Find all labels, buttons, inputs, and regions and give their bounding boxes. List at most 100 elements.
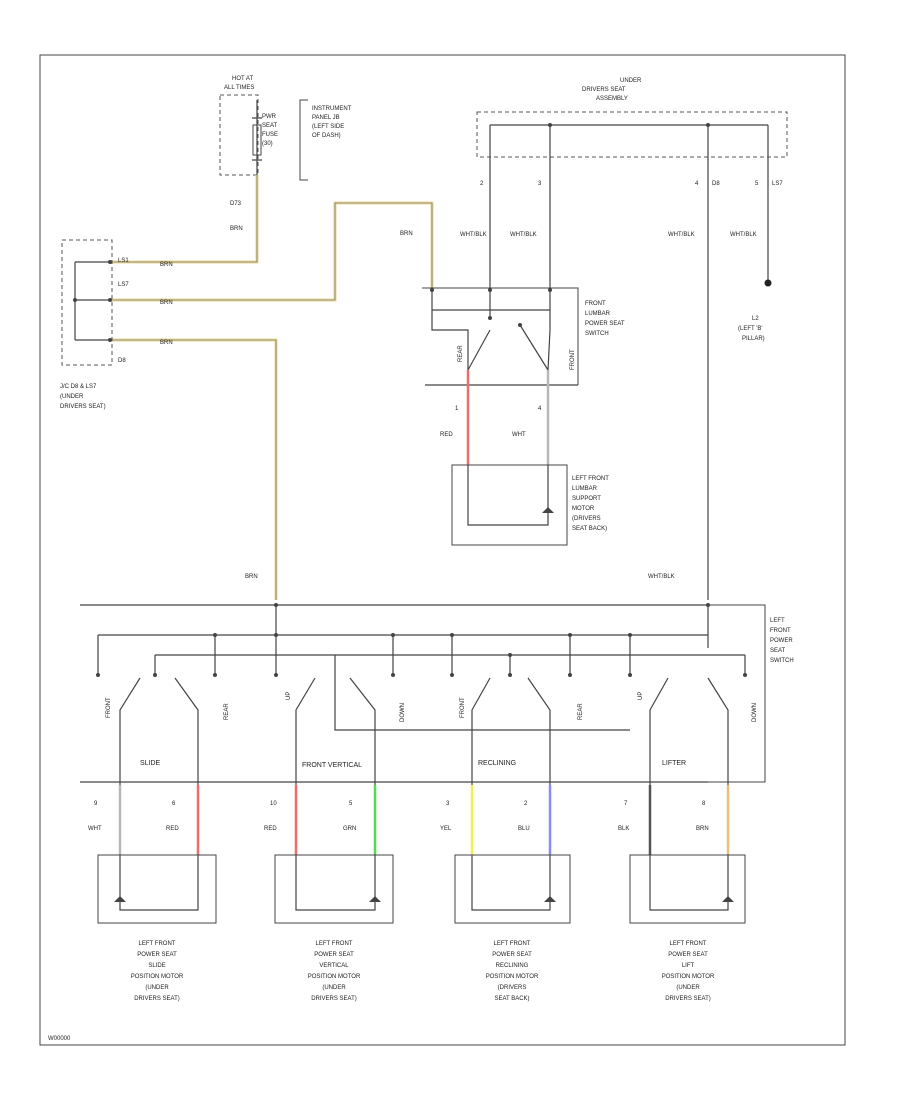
under-seat-wire-4: WHT/BLK (730, 232, 757, 238)
motor-wire-pin-2: 10 (270, 801, 277, 807)
seat-switch-wire-in-left: BRN (245, 574, 258, 580)
motor-wire-pin-7: 8 (702, 801, 706, 807)
fuse-name-4: (30) (262, 141, 273, 147)
lumbar-wire-in-label: BRN (400, 231, 413, 237)
lumbar-motor-label-5: (DRIVERS (572, 516, 601, 522)
fuse-name-3: FUSE (262, 132, 278, 138)
lumbar-pos-front: FRONT (570, 349, 576, 370)
jc-label-1: J/C D8 & LS7 (60, 384, 97, 390)
under-seat-pin-tag-1: D8 (712, 181, 720, 187)
lumbar-pin-4: 4 (538, 406, 542, 412)
under-seat-pin-1: 2 (480, 181, 484, 187)
lumbar-motor-label-1: LEFT FRONT (572, 476, 609, 482)
junction-label-1: INSTRUMENT (312, 106, 352, 112)
motor-wire-color-0: WHT (88, 826, 102, 832)
brn-wires (110, 175, 434, 600)
motor-icon (544, 896, 556, 902)
vertical-pos-up: UP (286, 692, 292, 700)
lifter-pos-up: UP (638, 692, 644, 700)
lumbar-switch-label-2: LUMBAR (585, 311, 611, 317)
fuse-name-1: PWR (262, 114, 277, 120)
seat-switch-wire-in-right: WHT/BLK (648, 574, 675, 580)
under-seat-pin-2: 3 (538, 181, 542, 187)
vertical-motor (274, 854, 394, 924)
motor-wire-color-3: GRN (343, 826, 356, 832)
power-seat-switch: BRN WHT/BLK FRONT REAR UP DOWN F (80, 574, 794, 785)
motor-wire-pin-3: 5 (349, 801, 353, 807)
slide-motor (97, 854, 217, 924)
motor-label-3-0: LEFT FRONT (670, 941, 707, 947)
slide-pos-front: FRONT (106, 697, 112, 718)
motor-wire-pin-0: 9 (94, 801, 98, 807)
motor-icon (722, 896, 734, 902)
motor-label-1-1: POWER SEAT (314, 952, 354, 958)
section-slide: SLIDE (140, 760, 161, 767)
section-reclining: RECLINING (478, 760, 516, 767)
motor-icon (542, 507, 554, 513)
seat-switch-label-5: SWITCH (770, 658, 794, 664)
junction-label-3: (LEFT SIDE (312, 124, 344, 130)
under-seat-label-1: UNDER (620, 78, 642, 84)
motor-label-3-2: LIFT (682, 963, 695, 969)
motor-wire-pin-5: 2 (524, 801, 528, 807)
lumbar-pin-1: 1 (455, 406, 459, 412)
jc-label-3: DRIVERS SEAT) (60, 404, 106, 410)
seat-switch-label-1: LEFT (770, 618, 785, 624)
slide-pos-rear: REAR (224, 703, 230, 720)
lumbar-switch-label-4: SWITCH (585, 331, 609, 337)
section-lifter: LIFTER (662, 760, 686, 767)
motor-wire-color-5: BLU (518, 826, 530, 832)
motor-wire-color-2: RED (264, 826, 277, 832)
lumbar-pos-rear: REAR (458, 345, 464, 362)
under-seat-wire-2: WHT/BLK (510, 232, 537, 238)
diagram-border (39, 54, 846, 1046)
motor-label-0-3: POSITION MOTOR (131, 974, 184, 980)
ground-label-2: (LEFT 'B' (738, 326, 763, 332)
junction-label-2: PANEL JB (312, 115, 340, 121)
jc-pin-1: LS1 (118, 258, 129, 264)
ground-label-1: L2 (752, 316, 759, 322)
junction-connector: LS1 LS7 D8 BRN BRN BRN J/C D8 & LS7 (UND… (60, 239, 173, 410)
motor-label-2-0: LEFT FRONT (494, 941, 531, 947)
ground-label-3: PILLAR) (742, 336, 765, 342)
motor-label-2-4: (DRIVERS (498, 985, 527, 991)
motor-label-2-1: POWER SEAT (492, 952, 532, 958)
under-seat-label-3: ASSEMBLY (596, 96, 628, 102)
motor-label-0-4: (UNDER (145, 985, 169, 991)
motor-label-1-0: LEFT FRONT (316, 941, 353, 947)
seat-switch-label-2: FRONT (770, 628, 791, 634)
motor-wire-pin-4: 3 (446, 801, 450, 807)
lumbar-switch-label-1: FRONT (585, 301, 606, 307)
motor-icon (369, 896, 381, 902)
motor-labels: LEFT FRONT POWER SEAT SLIDE POSITION MOTOR (… (131, 941, 715, 1002)
motor-label-2-5: SEAT BACK) (494, 996, 529, 1002)
fuse-location-1: HOT AT (232, 76, 253, 82)
under-seat-pin-3: 4 (695, 181, 699, 187)
fuse-icon (252, 124, 262, 156)
under-seat-wire-3: WHT/BLK (668, 232, 695, 238)
motor-label-3-3: POSITION MOTOR (662, 974, 715, 980)
lifter-pos-down: DOWN (752, 703, 758, 722)
under-seat-wire-1: WHT/BLK (460, 232, 487, 238)
seat-motors (97, 854, 746, 924)
ground-icon (764, 279, 772, 287)
motor-label-0-5: DRIVERS SEAT) (134, 996, 180, 1002)
recline-pos-rear: REAR (578, 703, 584, 720)
motor-label-1-4: (UNDER (322, 985, 346, 991)
motor-label-3-1: POWER SEAT (668, 952, 708, 958)
motor-label-0-2: SLIDE (148, 963, 165, 969)
motor-label-3-5: DRIVERS SEAT) (665, 996, 711, 1002)
junction-label-4: OF DASH) (312, 133, 341, 139)
lumbar-motor-label-6: SEAT BACK) (572, 526, 607, 532)
lumbar-wire-red: RED (440, 432, 453, 438)
motor-wire-color-7: BRN (696, 826, 709, 832)
fuse-location-2: ALL TIMES (224, 85, 254, 91)
motor-label-1-5: DRIVERS SEAT) (311, 996, 357, 1002)
fuse-wire-label: BRN (230, 226, 243, 232)
fuse-block: HOT AT ALL TIMES PWR SEAT FUSE (30) INST… (219, 76, 352, 232)
lumbar-switch-label-3: POWER SEAT (585, 321, 625, 327)
seat-switch-label-3: POWER (770, 638, 793, 644)
under-seat-assembly: UNDER DRIVERS SEAT ASSEMBLY 2 3 4 D8 5 L… (460, 78, 788, 600)
